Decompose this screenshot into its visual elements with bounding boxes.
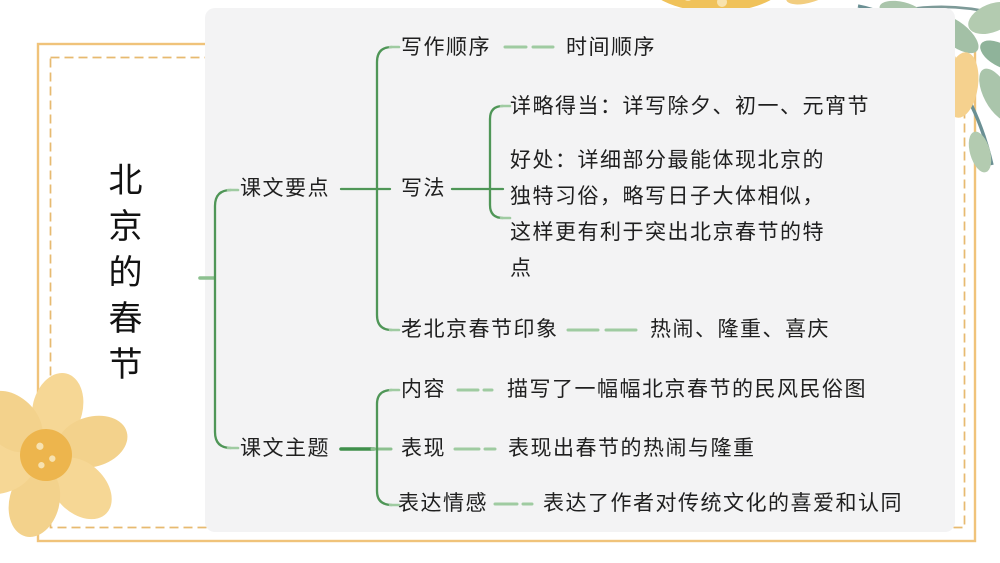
- node-desc-emotion: 表达了作者对传统文化的喜爱和认同: [543, 492, 903, 515]
- branch2-label: 课文主题: [240, 437, 330, 460]
- node-label-writing-order: 写作顺序: [401, 36, 491, 59]
- node-desc-writing-order: 时间顺序: [566, 36, 656, 59]
- level1-bracket: [213, 188, 233, 450]
- node-desc-expression: 表现出春节的热闹与隆重: [508, 437, 756, 460]
- node-desc-benefit-line: 好处：详细部分最能体现北京的: [510, 149, 825, 172]
- branch2-children-bracket: [375, 388, 394, 507]
- node-desc-detail: 详略得当：详写除夕、初一、元宵节: [510, 95, 870, 118]
- node-desc-benefit-line: 独特习俗，略写日子大体相似，: [510, 185, 825, 208]
- xiefa-children-bracket: [488, 104, 505, 220]
- node-desc-content: 描写了一幅幅北京春节的民风民俗图: [507, 378, 867, 401]
- flower-icon: [0, 372, 128, 538]
- node-label-expression: 表现: [401, 437, 446, 460]
- node-desc-impression: 热闹、隆重、喜庆: [650, 318, 830, 341]
- branch1-label: 课文要点: [240, 177, 330, 200]
- content-card: [205, 8, 955, 532]
- root-title: 北京的春节: [103, 162, 141, 392]
- node-label-impression: 老北京春节印象: [401, 318, 559, 341]
- node-label-emotion: 表达情感: [398, 492, 488, 515]
- branch1-children-bracket: [375, 45, 394, 332]
- node-label-xiefa: 写法: [401, 177, 446, 200]
- node-desc-benefit-line: 这样更有利于突出北京春节的特: [510, 221, 825, 244]
- node-desc-benefit-line: 点: [510, 257, 533, 280]
- node-label-content: 内容: [401, 378, 446, 401]
